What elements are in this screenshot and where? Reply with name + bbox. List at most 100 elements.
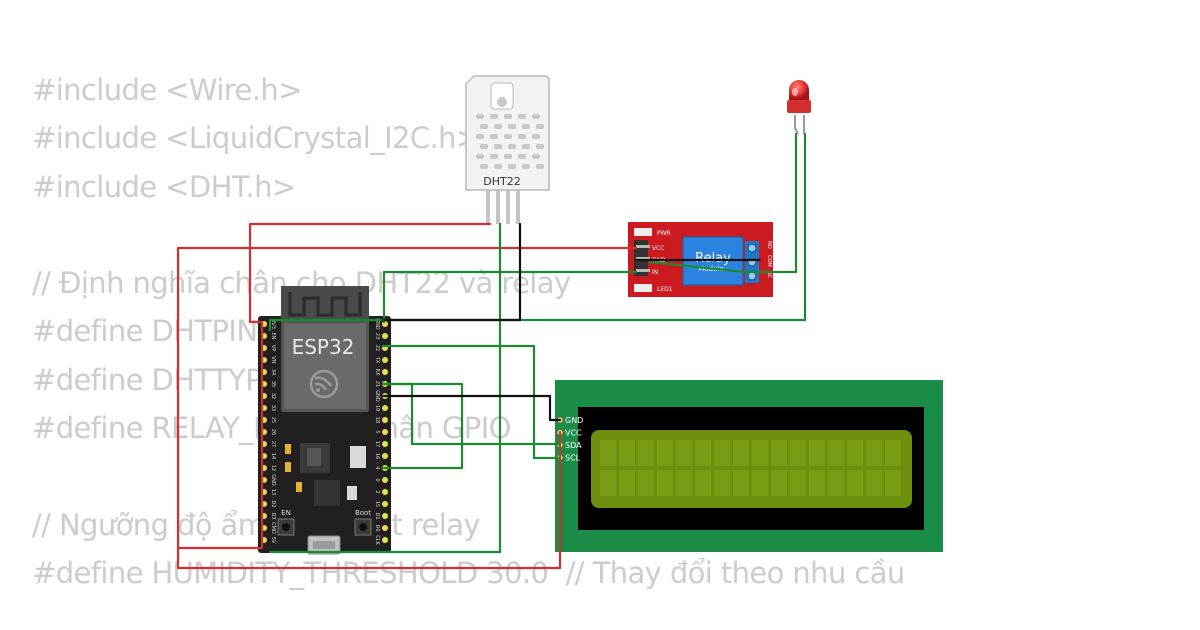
esp32-pin-label: 4 [374, 466, 380, 469]
lcd-cell [600, 470, 616, 496]
esp32-pin [382, 333, 388, 339]
esp32-pin-label: D2 [270, 500, 276, 507]
lcd-cell [619, 440, 635, 466]
esp32-pin-label: D0 [374, 524, 380, 531]
dht-vent-grille [476, 114, 544, 169]
code-line: #include <Wire.h> [32, 73, 302, 107]
esp32-pin-label: D3 [270, 512, 276, 519]
dht-vent-slot [536, 164, 544, 169]
lcd-cell [866, 440, 882, 466]
lcd-cell [695, 470, 711, 496]
dht-vent-slot [518, 114, 526, 119]
esp32-pin [382, 369, 388, 375]
dht-vent-slot [522, 144, 530, 149]
esp32-pin-label: VN [270, 356, 276, 363]
esp32-pin [382, 501, 388, 507]
esp32-smd [296, 482, 302, 492]
led-dome [789, 80, 809, 100]
esp32-pin-label: CMD [270, 522, 276, 534]
relay-label: Relay [695, 251, 731, 266]
relay-terminal-nc: NC [766, 271, 772, 279]
wire-green-scl [381, 344, 562, 460]
dht-body [465, 75, 550, 191]
lcd-pin-label: GND [565, 416, 583, 425]
lcd-cell [885, 470, 901, 496]
dht-leg [486, 190, 490, 224]
relay-pin [636, 269, 650, 272]
esp32-smd [285, 462, 291, 472]
dht-vent-slot [508, 144, 516, 149]
esp32-pin [382, 417, 388, 423]
dht-label: DHT22 [483, 175, 520, 188]
lcd-cell [752, 440, 768, 466]
dht-leg [516, 190, 520, 224]
dht-vent-slot [494, 164, 502, 169]
dht-vent-slot [480, 164, 488, 169]
red-led[interactable] [787, 80, 811, 135]
esp32-pin-label: 15 [374, 501, 380, 507]
dht22-sensor[interactable]: DHT22 [465, 75, 550, 224]
dht-vent-slot [522, 124, 530, 129]
esp32-pin-label: 35 [270, 381, 276, 387]
lcd-cell [809, 440, 825, 466]
esp32-pin [382, 489, 388, 495]
lcd-cell [847, 470, 863, 496]
esp32-pin-label: 27 [270, 441, 276, 447]
wires [176, 132, 807, 570]
lcd-character-grid [600, 440, 901, 496]
esp32-pin-label: 3V3 [270, 319, 276, 329]
lcd-cell [866, 470, 882, 496]
lcd-cell [733, 470, 749, 496]
lcd-cell [638, 470, 654, 496]
wire-green-relay-in [382, 270, 638, 324]
lcd-pin-label: VCC [565, 429, 582, 438]
esp32-pin-label: 5V [270, 537, 276, 544]
lcd-pin-label: SDA [565, 441, 582, 450]
esp32-pin-label: GND [374, 318, 380, 330]
dht-vent-slot [504, 134, 512, 139]
dht-vent-slot [508, 124, 516, 129]
lcd-cell [790, 470, 806, 496]
esp32-pin-label: 14 [270, 453, 276, 459]
dht-vent-slot [480, 124, 488, 129]
wire-green-led-anode [268, 132, 807, 332]
dht-vent-slot [508, 164, 516, 169]
dht-vent-slot [476, 154, 484, 159]
led-highlight [792, 88, 798, 96]
boot-button-cap[interactable] [359, 523, 367, 531]
esp32-pin-label: 0 [374, 478, 380, 481]
dht-vent-slot [532, 114, 540, 119]
esp32-pin [382, 453, 388, 459]
dht-vent-slot [490, 114, 498, 119]
boot-button-label: Boot [355, 509, 371, 517]
relay-status-led [634, 284, 652, 292]
wire-green-led-cathode [648, 132, 798, 274]
wire-green-dht-data [268, 222, 502, 554]
esp32-pin-label: 25 [270, 417, 276, 423]
dht-vent-slot [536, 124, 544, 129]
esp32-devkit[interactable]: ESP32 3V3ENVPVN343532332526271412GND13D2… [258, 286, 391, 555]
esp32-usb-chip [314, 480, 340, 506]
wire-black-dht-gnd [381, 222, 522, 322]
lcd-cell [600, 440, 616, 466]
dht-mount-hole [497, 97, 507, 107]
lcd-cell [847, 440, 863, 466]
esp32-pin-label: CLK [374, 535, 380, 545]
dht-leg [496, 190, 500, 224]
esp32-pin-label: EN [270, 333, 276, 340]
en-button-cap[interactable] [282, 523, 290, 531]
esp32-pin [382, 405, 388, 411]
led-leg-cathode [794, 115, 799, 135]
relay-terminal-no: NO [766, 241, 772, 249]
dht-vent-slot [536, 144, 544, 149]
esp32-pin-label: 5 [374, 430, 380, 433]
esp32-smd [347, 486, 357, 500]
esp32-pin [382, 477, 388, 483]
relay-terminal-com: COM [766, 255, 772, 267]
code-line: #define HUMIDITY_THRESHOLD 30.0 // Thay … [32, 555, 905, 590]
dht-vent-slot [532, 154, 540, 159]
esp32-pin-label: 21 [374, 381, 380, 387]
dht-mount-tab [490, 82, 514, 110]
